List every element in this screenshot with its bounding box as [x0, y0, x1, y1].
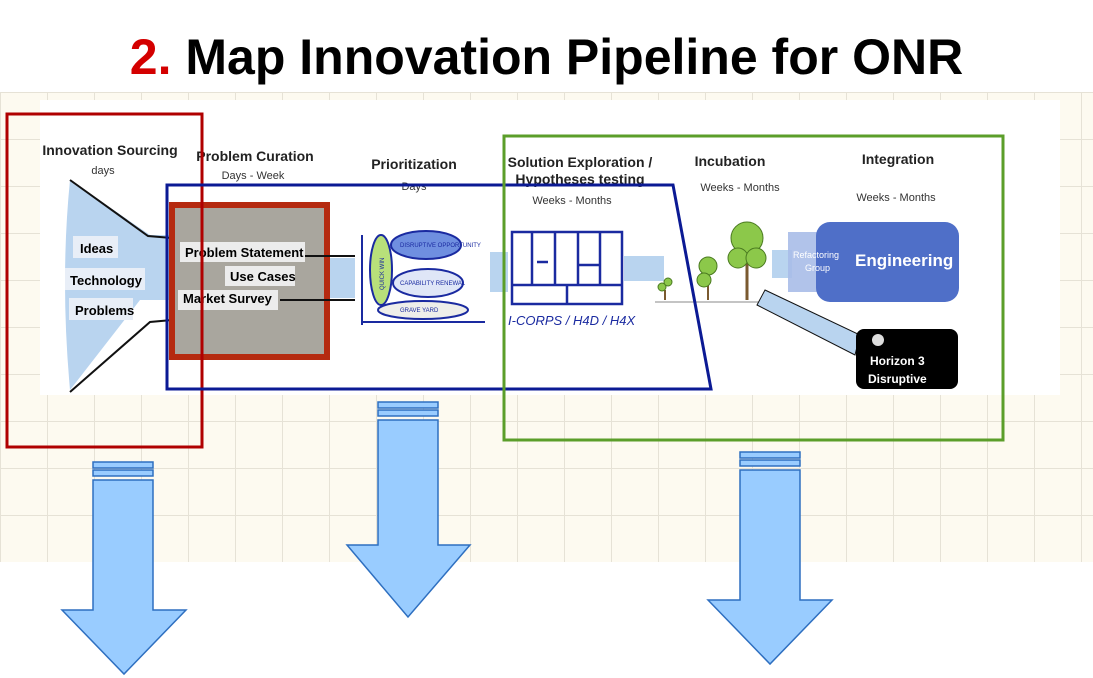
exploration-label: I-CORPS / H4D / H4X: [508, 313, 636, 328]
item-graveyard: GRAVE YARD: [400, 308, 439, 314]
stage-exploration: Solution Exploration /: [508, 154, 653, 170]
business-model-canvas: [510, 230, 624, 306]
horizon-label: Horizon 3: [870, 354, 925, 368]
duration-incubation: Weeks - Months: [700, 182, 780, 194]
item-use-cases: Use Cases: [230, 269, 296, 284]
item-problem-statement: Problem Statement: [185, 245, 304, 260]
item-problems: Problems: [75, 303, 134, 318]
refactoring-label-2: Group: [805, 263, 830, 273]
stage-integration: Integration: [862, 151, 934, 167]
stage-prioritization: Prioritization: [371, 156, 457, 172]
slide-title: 2. Map Innovation Pipeline for ONR: [129, 29, 964, 85]
down-arrow-2: [345, 401, 472, 619]
refactoring-label: Refactoring: [793, 250, 839, 260]
item-ideas: Ideas: [80, 241, 113, 256]
duration-prioritization: Days: [401, 181, 427, 193]
stage-exploration-2: Hypotheses testing: [515, 171, 644, 187]
skull-icon: [872, 334, 884, 346]
engineering-box: [816, 222, 959, 302]
item-capability: CAPABILITY RENEWAL: [400, 281, 466, 287]
plants-icon: [657, 221, 767, 300]
engineering-label: Engineering: [855, 251, 953, 270]
duration-exploration: Weeks - Months: [532, 195, 612, 207]
green-highlight-box: [502, 134, 1005, 442]
duration-integration: Weeks - Months: [856, 192, 936, 204]
stage-curation: Problem Curation: [196, 148, 313, 164]
item-disruptive: DISRUPTIVE OPPORTUNITY: [400, 243, 481, 249]
duration-sourcing: days: [91, 165, 115, 177]
duration-curation: Days - Week: [222, 170, 285, 182]
down-arrow-1: [60, 461, 188, 676]
stage-sourcing: Innovation Sourcing: [42, 142, 177, 158]
red-highlight-box: [5, 112, 204, 449]
down-arrow-3: [706, 451, 834, 666]
item-market-survey: Market Survey: [183, 291, 273, 306]
disruptive-label: Disruptive: [868, 372, 927, 386]
item-technology: Technology: [70, 273, 143, 288]
stage-incubation: Incubation: [695, 153, 766, 169]
item-quick-win: QUICK WIN: [380, 258, 386, 290]
